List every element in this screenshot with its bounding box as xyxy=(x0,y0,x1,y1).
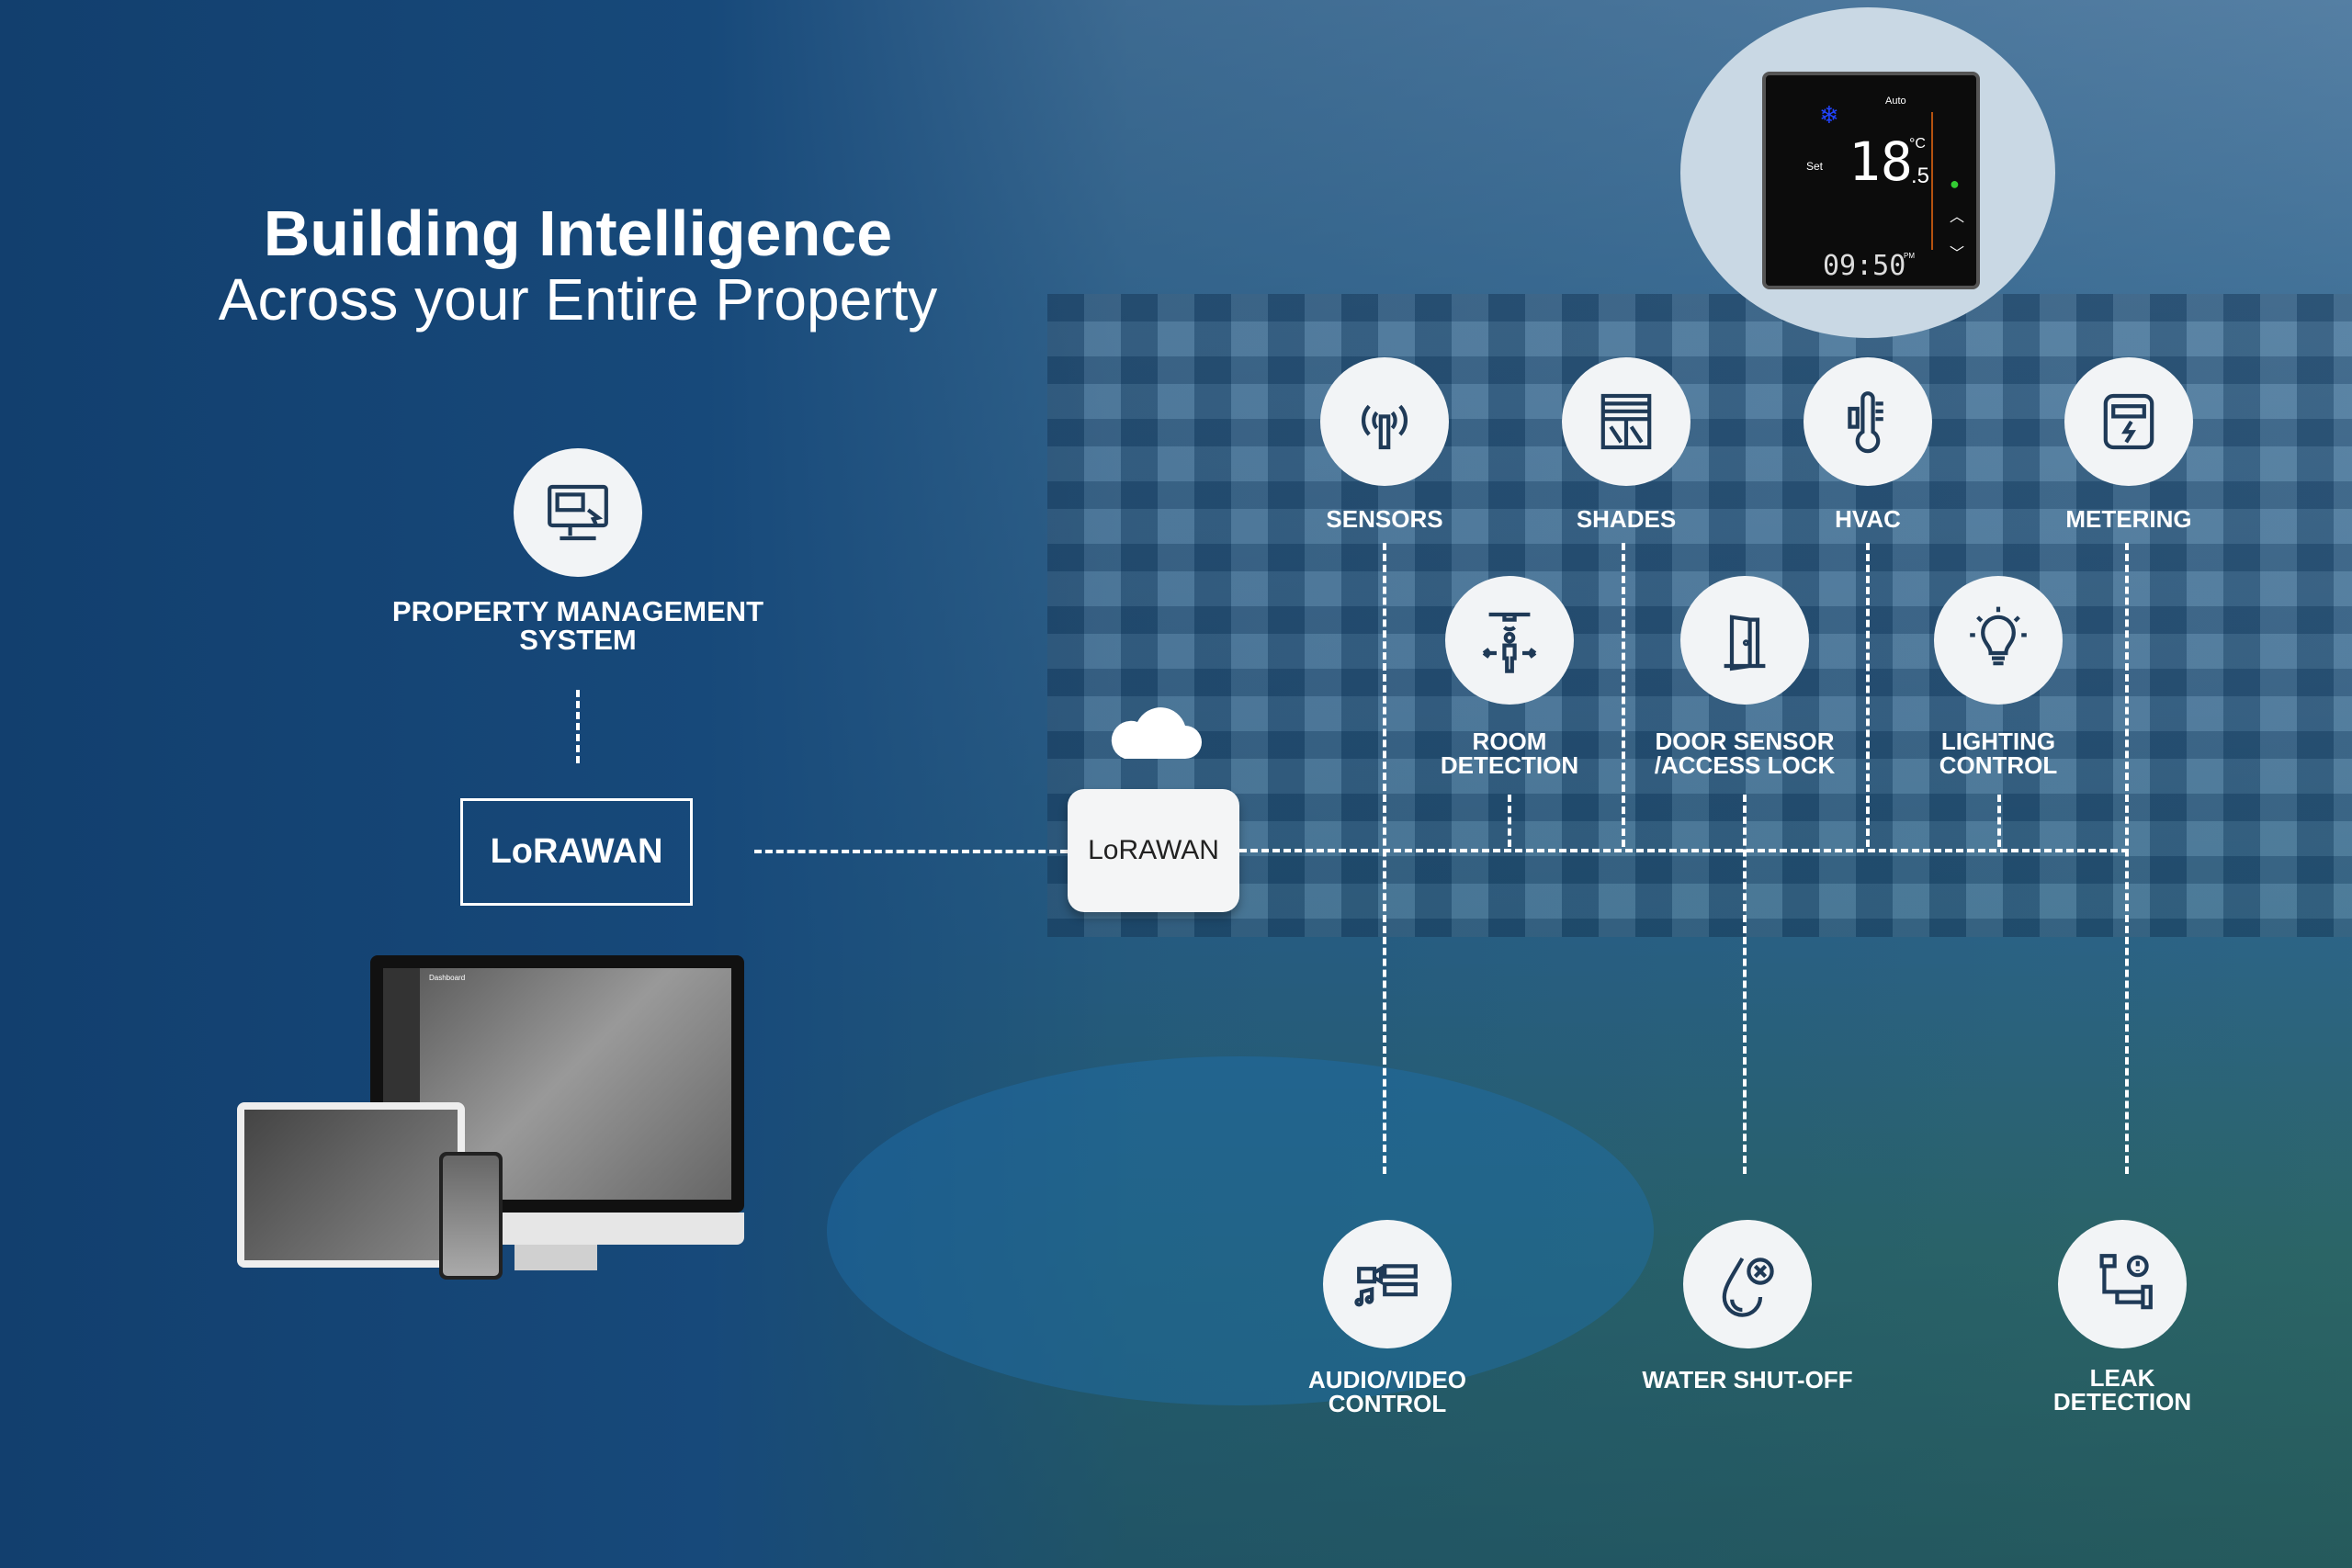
set-label: Set xyxy=(1806,160,1824,173)
window-shades-icon xyxy=(1562,357,1690,486)
label-line1: ROOM xyxy=(1472,728,1547,755)
resort-pool xyxy=(827,1056,1654,1405)
clock-ampm: PM xyxy=(1904,252,1915,260)
lightbulb-icon xyxy=(1934,576,2063,705)
temperature-unit: °C xyxy=(1909,136,1926,152)
clock-time: 09:50 xyxy=(1823,250,1906,282)
wireless-sensor-icon xyxy=(1320,357,1449,486)
occupancy-person-icon xyxy=(1445,576,1574,705)
label-line2: DETECTION xyxy=(2052,1388,2192,1416)
thermometer-icon xyxy=(1804,357,1932,486)
connector-line xyxy=(2125,543,2129,1174)
temperature-decimal: .5 xyxy=(1911,164,1930,188)
computer-monitor-icon xyxy=(514,448,642,577)
monitor-stand xyxy=(514,1245,597,1270)
connector-line xyxy=(1622,543,1625,847)
connector-line xyxy=(754,850,1068,853)
pms-label-line2: SYSTEM xyxy=(519,624,637,656)
thermostat-device: ❄ Auto Set 18 .5 °C 09:50 PM ● ︿ ﹀ xyxy=(1762,72,1980,289)
phone xyxy=(439,1152,503,1280)
label-line2: CONTROL xyxy=(1328,1390,1447,1417)
audio-video-icon xyxy=(1323,1220,1452,1348)
lorawan-gateway: LoRAWAN xyxy=(1068,789,1239,912)
dashboard-title: Dashboard xyxy=(429,974,466,982)
device-label-water-shutoff: WATER SHUT-OFF xyxy=(1642,1366,1853,1393)
snowflake-icon: ❄ xyxy=(1819,101,1839,129)
label-line2: CONTROL xyxy=(1939,751,2058,779)
slider-bar xyxy=(1931,112,1933,250)
eco-leaf-icon: ● xyxy=(1950,175,1960,193)
chevron-up-icon[interactable]: ︿ xyxy=(1950,209,1965,225)
label-line1: AUDIO/VIDEO xyxy=(1308,1366,1466,1393)
phone-screen xyxy=(443,1156,499,1276)
label-line2: DETECTION xyxy=(1440,751,1579,779)
label-line2: /ACCESS LOCK xyxy=(1654,751,1836,779)
tablet xyxy=(237,1102,465,1268)
device-label-door-sensor: DOOR SENSOR/ACCESS LOCK xyxy=(1598,729,1892,777)
cloud-icon xyxy=(1111,707,1202,759)
water-drop-shutoff-icon xyxy=(1683,1220,1812,1348)
label-line1: LIGHTING xyxy=(1940,728,2056,755)
connector-line xyxy=(1383,543,1386,1174)
page-subtitle: Across your Entire Property xyxy=(218,266,938,333)
connector-line xyxy=(1508,795,1511,847)
lorawan-box: LoRAWAN xyxy=(460,798,693,906)
door-icon xyxy=(1680,576,1809,705)
main-bus-line xyxy=(1239,849,2129,852)
device-label-metering: METERING xyxy=(2065,505,2192,533)
device-label-sensors: SENSORS xyxy=(1326,505,1443,533)
pms-label-line1: PROPERTY MANAGEMENT xyxy=(391,595,764,627)
fan-mode: Auto xyxy=(1885,96,1906,107)
device-label-hvac: HVAC xyxy=(1835,505,1901,533)
device-label-shades: SHADES xyxy=(1576,505,1677,533)
connector-line xyxy=(1866,543,1870,847)
connector-line xyxy=(576,690,580,763)
temperature-value: 18 xyxy=(1849,130,1913,193)
label-line1: DOOR SENSOR xyxy=(1655,728,1835,755)
label-line1: LEAK xyxy=(2089,1364,2155,1392)
chevron-down-icon[interactable]: ﹀ xyxy=(1950,246,1965,262)
page-title: Building Intelligence xyxy=(263,197,893,269)
connector-line xyxy=(1997,795,2001,847)
tablet-screen xyxy=(244,1110,458,1260)
leak-pipe-icon xyxy=(2058,1220,2187,1348)
connector-line xyxy=(1743,795,1747,1174)
meter-icon xyxy=(2064,357,2193,486)
